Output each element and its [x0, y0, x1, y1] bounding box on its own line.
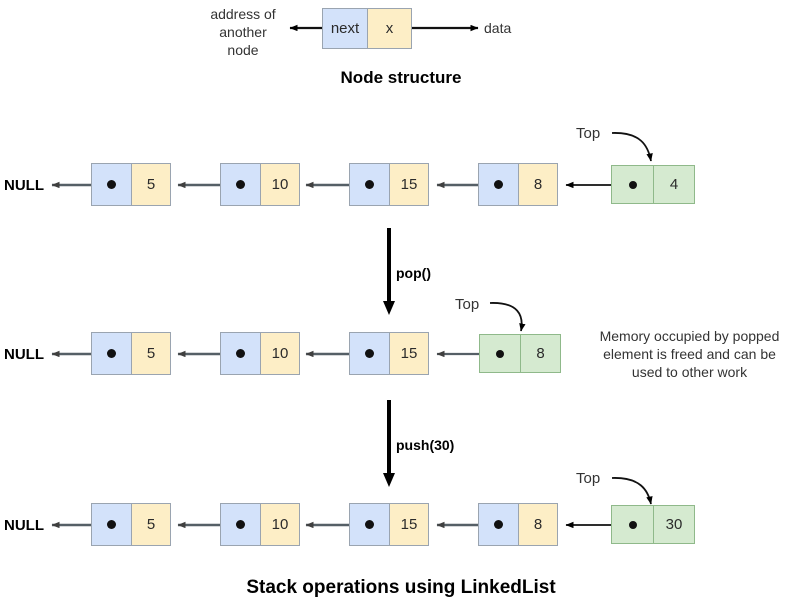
node-pointer-cell: [220, 503, 260, 546]
node-value-cell: 5: [131, 503, 171, 546]
pointer-dot: [236, 349, 245, 358]
null-label-row2: NULL: [4, 346, 44, 363]
node-pointer-cell: [478, 503, 518, 546]
pointer-dot: [628, 520, 637, 529]
list-node-row2-top: 8: [479, 334, 561, 373]
pointer-dot: [107, 349, 116, 358]
node-structure-right-label: data: [484, 20, 512, 36]
list-node-row2-1: 10: [220, 332, 300, 375]
node-value-cell: 15: [389, 163, 429, 206]
null-label-row1: NULL: [4, 177, 44, 194]
pointer-dot: [107, 520, 116, 529]
memory-freed-note: Memory occupied by popped element is fre…: [599, 328, 780, 380]
list-node-row1-3: 8: [478, 163, 558, 206]
pointer-dot: [494, 520, 503, 529]
list-node-row1-top: 4: [611, 165, 695, 204]
node-value-cell: 10: [260, 332, 300, 375]
pointer-dot: [236, 520, 245, 529]
top-node-pointer-cell: [479, 334, 520, 373]
null-label-row3: NULL: [4, 517, 44, 534]
node-value-cell: 8: [518, 503, 558, 546]
top-node-value-cell: 30: [653, 505, 695, 544]
node-pointer-cell: [91, 503, 131, 546]
node-value-cell: 10: [260, 503, 300, 546]
list-node-row1-0: 5: [91, 163, 171, 206]
push-operation-label: push(30): [396, 437, 455, 453]
pointer-dot: [107, 180, 116, 189]
node-structure-caption: Node structure: [340, 68, 462, 87]
node-pointer-cell: [220, 332, 260, 375]
node-value-cell: 15: [389, 503, 429, 546]
pointer-dot: [365, 349, 374, 358]
top-node-pointer-cell: [611, 165, 653, 204]
list-node-row3-2: 15: [349, 503, 429, 546]
pointer-dot: [496, 349, 504, 358]
node-pointer-cell: [478, 163, 518, 206]
pointer-dot: [365, 520, 374, 529]
list-node-row1-1: 10: [220, 163, 300, 206]
list-node-row3-1: 10: [220, 503, 300, 546]
top-node-pointer-cell: [611, 505, 653, 544]
footer-caption: Stack operations using LinkedList: [246, 577, 556, 598]
top-node-value-cell: 4: [653, 165, 695, 204]
pointer-dot: [494, 180, 503, 189]
list-node-row2-2: 15: [349, 332, 429, 375]
node-value-cell: 8: [518, 163, 558, 206]
node-pointer-cell: [91, 163, 131, 206]
top-node-value-cell: 8: [520, 334, 561, 373]
node-value-cell: 15: [389, 332, 429, 375]
list-node-row1-2: 15: [349, 163, 429, 206]
pointer-dot: [236, 180, 245, 189]
node-structure-left-label: address of another node: [210, 6, 276, 58]
list-node-row2-0: 5: [91, 332, 171, 375]
top-label-row1: Top: [576, 125, 601, 142]
node-pointer-cell: [91, 332, 131, 375]
node-pointer-cell: [349, 332, 389, 375]
node-value-cell: 5: [131, 163, 171, 206]
node-structure-next-cell: next: [322, 8, 367, 49]
list-node-row3-top: 30: [611, 505, 695, 544]
node-pointer-cell: [349, 163, 389, 206]
top-label-row3: Top: [576, 470, 601, 487]
pointer-dot: [365, 180, 374, 189]
pointer-dot: [628, 180, 637, 189]
node-value-cell: 5: [131, 332, 171, 375]
list-node-row3-3: 8: [478, 503, 558, 546]
list-node-row3-0: 5: [91, 503, 171, 546]
node-pointer-cell: [220, 163, 260, 206]
pop-operation-label: pop(): [396, 265, 431, 281]
top-label-row2: Top: [455, 296, 480, 313]
node-pointer-cell: [349, 503, 389, 546]
node-value-cell: 10: [260, 163, 300, 206]
node-structure-data-cell: x: [367, 8, 412, 49]
node-structure-box: next x: [322, 8, 412, 49]
